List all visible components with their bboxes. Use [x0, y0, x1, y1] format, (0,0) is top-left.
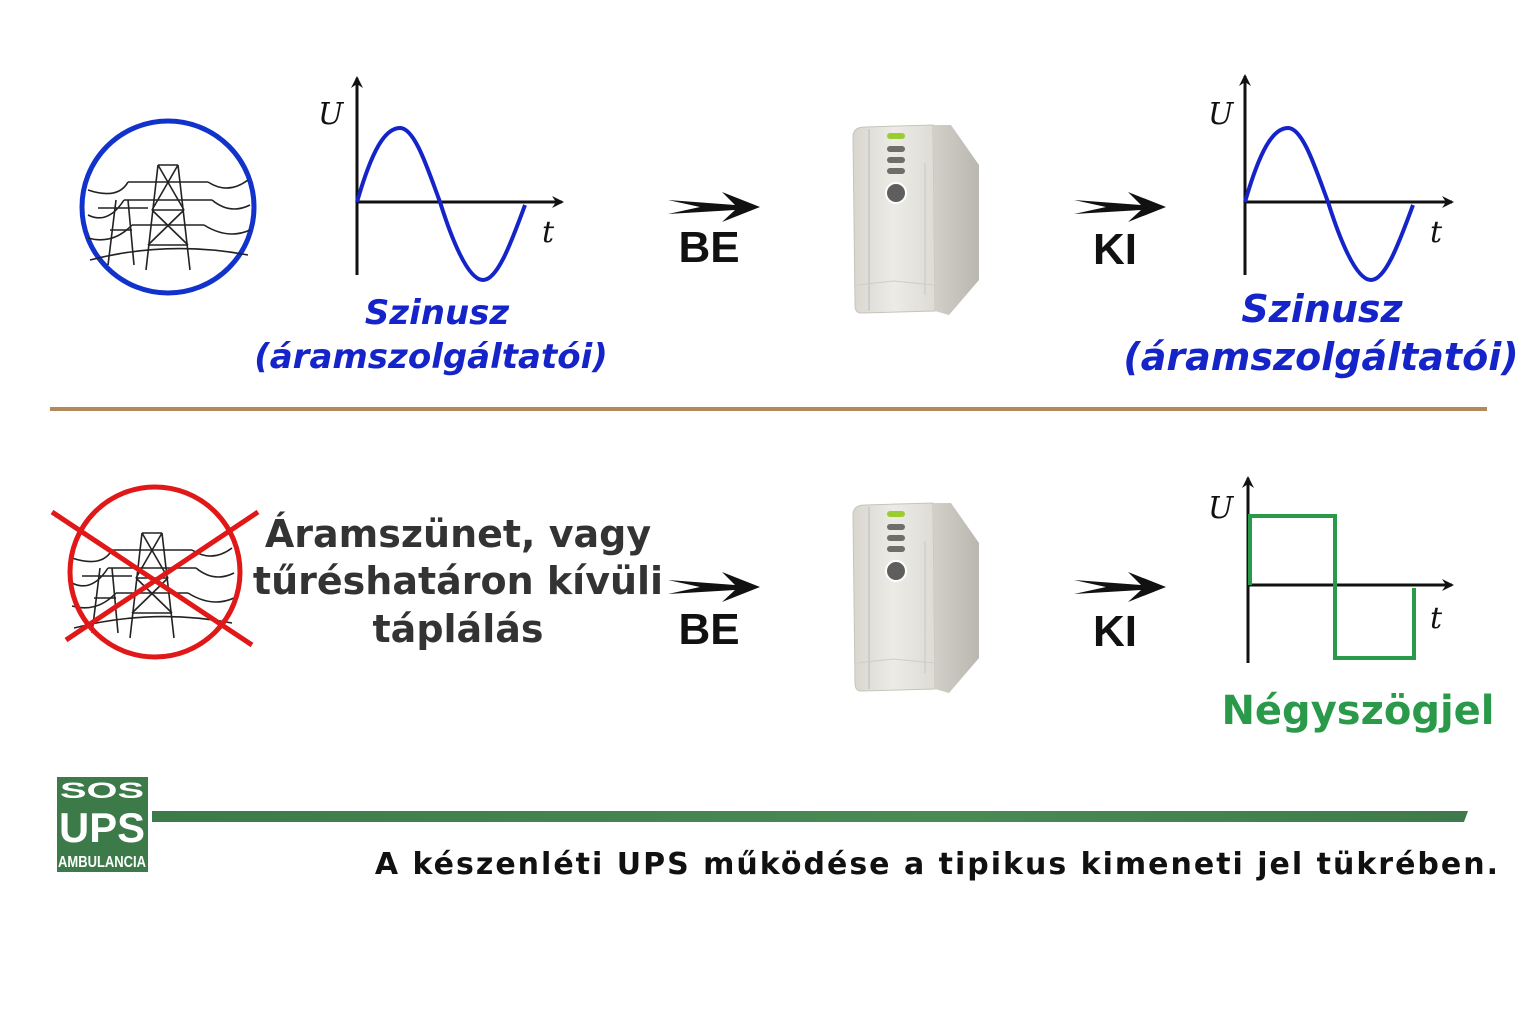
power-outage-icon: [50, 484, 260, 660]
output-wave-label: Szinusz: [1241, 287, 1403, 331]
power-grid-icon: [79, 118, 257, 296]
arrow-in-icon: [668, 572, 760, 602]
output-wave-sublabel: (áramszolgáltatói): [1123, 335, 1518, 379]
output-square-graph: U t: [1208, 476, 1454, 663]
input-wave-label: Szinusz: [365, 293, 510, 333]
input-wave-sublabel: (áramszolgáltatói): [254, 337, 608, 377]
output-sine-graph: U t: [1208, 74, 1454, 283]
logo-line1: SOS: [60, 778, 144, 803]
x-axis-label: t: [542, 215, 555, 250]
arrow-out-icon: [1074, 572, 1166, 602]
sos-ups-ambulancia-logo: SOS UPS AMBULANCIA: [57, 777, 148, 872]
y-axis-label: U: [318, 97, 345, 132]
square-wave: [1248, 514, 1416, 660]
arrow-in-icon: [668, 192, 760, 222]
sine-wave: [1243, 125, 1415, 283]
caption: A készenléti UPS működése a tipikus kime…: [375, 847, 1500, 882]
ups-device-icon: [852, 124, 980, 316]
out-label: KI: [1093, 225, 1137, 274]
outage-text-line2: tűréshatáron kívüli: [253, 559, 663, 603]
brand-bar: [152, 811, 1468, 822]
ups-device-icon: [852, 502, 980, 694]
arrow-out-icon: [1074, 192, 1166, 222]
y-axis-label: U: [1208, 97, 1235, 132]
x-axis-label: t: [1430, 215, 1443, 250]
x-axis-label: t: [1430, 601, 1443, 636]
sine-wave: [355, 125, 527, 283]
logo-line2: UPS: [59, 804, 145, 851]
outage-text-line1: Áramszünet, vagy: [265, 512, 651, 556]
in-label: BE: [678, 223, 739, 272]
in-label: BE: [678, 605, 739, 654]
logo-line3: AMBULANCIA: [58, 854, 146, 871]
input-sine-graph: U t: [318, 76, 564, 283]
y-axis-label: U: [1208, 491, 1235, 526]
outage-text-line3: táplálás: [373, 607, 544, 651]
out-label: KI: [1093, 607, 1137, 656]
square-wave-label: Négyszögjel: [1221, 688, 1494, 734]
